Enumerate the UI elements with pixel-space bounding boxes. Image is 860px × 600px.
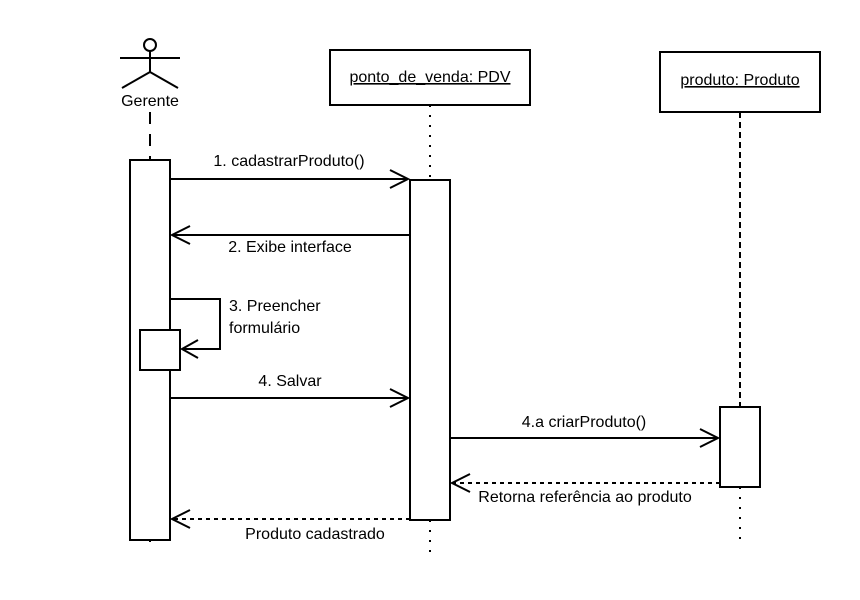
pdv-activation-bar: [409, 179, 451, 521]
actor-right-leg: [149, 71, 179, 89]
message-4-arrowhead: [389, 388, 411, 408]
actor-gerente: [120, 38, 180, 89]
message-1-arrowhead: [389, 169, 411, 189]
message-1-label: 1. cadastrarProduto(): [213, 153, 364, 170]
object-produto-box: [659, 51, 821, 113]
return-2-label: Produto cadastrado: [245, 526, 385, 543]
message-3-line: [170, 298, 221, 350]
object-produto: produto: Produto: [659, 51, 821, 113]
return-1-arrowhead: [449, 473, 471, 493]
message-3-arrowhead: [179, 339, 199, 359]
object-pdv: ponto_de_venda: PDV: [329, 49, 531, 106]
return-1-label: Retorna referência ao produto: [478, 489, 692, 506]
return-1: Retorna referência ao produto: [449, 473, 720, 506]
message-3: 3. Preencher formulário: [170, 298, 321, 359]
message-4a-arrowhead: [699, 428, 721, 448]
message-2-label: 2. Exibe interface: [228, 239, 352, 256]
message-4-label: 4. Salvar: [258, 373, 322, 390]
message-1: 1. cadastrarProduto(): [170, 153, 411, 189]
message-3-label-line-2: formulário: [229, 320, 300, 337]
return-2-arrowhead: [169, 509, 191, 529]
return-2: Produto cadastrado: [169, 509, 410, 543]
message-4: 4. Salvar: [170, 373, 411, 408]
message-2: 2. Exibe interface: [169, 225, 410, 256]
actor-label: Gerente: [121, 93, 179, 110]
message-4a-label: 4.a criarProduto(): [522, 414, 647, 431]
actor-head: [143, 38, 157, 52]
produto-activation-bar: [719, 406, 761, 488]
object-pdv-label: ponto_de_venda: PDV: [349, 69, 510, 86]
self-call-activation-box: [139, 329, 181, 371]
actor-left-leg: [121, 71, 151, 89]
message-3-label-line-1: 3. Preencher: [229, 298, 321, 315]
message-2-arrowhead: [169, 225, 191, 245]
object-pdv-box: [329, 49, 531, 106]
message-4a: 4.a criarProduto(): [450, 414, 721, 448]
object-produto-label: produto: Produto: [680, 72, 799, 89]
